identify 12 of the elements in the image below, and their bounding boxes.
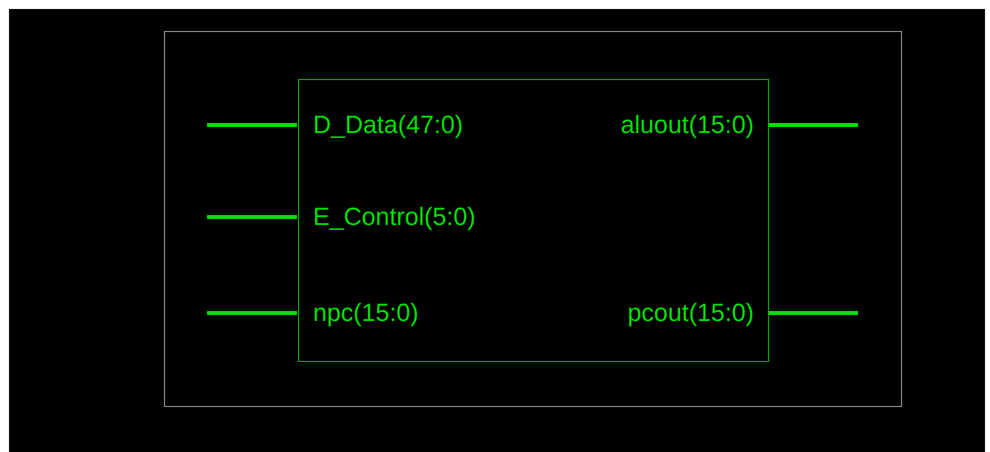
pin-label: npc(15:0) (313, 298, 419, 328)
component-block (298, 79, 769, 362)
frame-box (164, 31, 902, 407)
pin-label: E_Control(5:0) (313, 202, 476, 232)
signal-wire (768, 123, 858, 127)
pin-label: aluout(15:0) (620, 110, 754, 140)
pin-label: D_Data(47:0) (313, 110, 464, 140)
signal-wire (768, 311, 858, 315)
signal-wire (207, 123, 297, 127)
signal-wire (207, 215, 297, 219)
pin-label: pcout(15:0) (628, 298, 754, 328)
signal-wire (207, 311, 297, 315)
